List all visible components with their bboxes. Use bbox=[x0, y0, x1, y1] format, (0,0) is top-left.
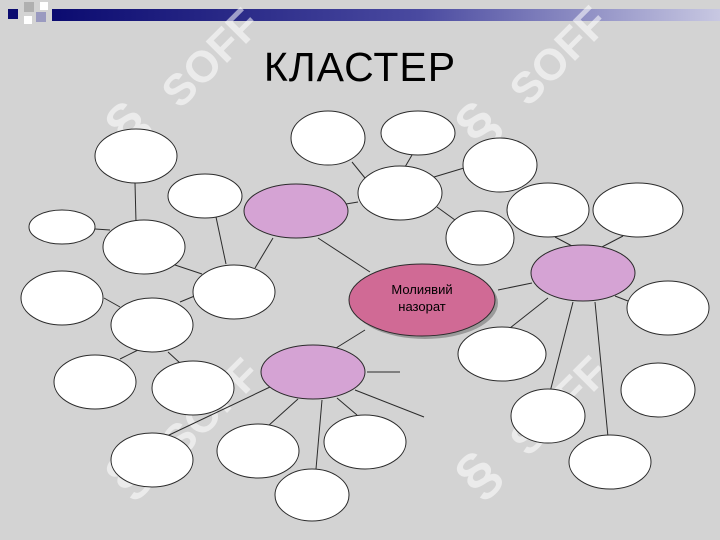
empty-node bbox=[510, 388, 586, 444]
empty-node bbox=[462, 137, 538, 193]
connector-line bbox=[174, 264, 203, 275]
empty-node bbox=[290, 110, 366, 166]
connector-line bbox=[215, 216, 227, 265]
connector-line bbox=[497, 282, 533, 291]
empty-node bbox=[53, 354, 137, 410]
sub-hub-node-right bbox=[530, 244, 636, 302]
sub-hubs bbox=[243, 183, 636, 400]
connector-line bbox=[317, 237, 371, 273]
empty-node bbox=[380, 110, 456, 156]
connector-line bbox=[254, 237, 274, 269]
empty-node bbox=[94, 128, 178, 184]
pixel-square bbox=[24, 16, 32, 24]
center-node-label-line2: назорат bbox=[398, 299, 445, 314]
connectors bbox=[94, 154, 629, 470]
empty-node bbox=[151, 360, 235, 416]
connector-line bbox=[433, 167, 465, 178]
connector-line bbox=[166, 386, 271, 437]
empty-node bbox=[323, 414, 407, 470]
empty-node bbox=[274, 468, 350, 522]
connector-line bbox=[594, 301, 609, 438]
empty-node bbox=[457, 326, 547, 382]
connector-line bbox=[436, 206, 456, 221]
center-node-label-line1: Молиявий bbox=[391, 282, 452, 297]
empty-node bbox=[110, 432, 194, 488]
pixel-square bbox=[36, 12, 46, 22]
empty-node bbox=[445, 210, 515, 266]
pixel-square bbox=[40, 2, 48, 10]
center-node: Молиявий назорат bbox=[348, 263, 498, 339]
gradient-stripe bbox=[52, 9, 720, 21]
empty-node bbox=[192, 264, 276, 320]
empty-node bbox=[20, 270, 104, 326]
empty-node bbox=[167, 173, 243, 219]
empty-node bbox=[626, 280, 710, 336]
slide-title: КЛАСТЕР bbox=[263, 44, 457, 90]
empty-node bbox=[592, 182, 684, 238]
sub-hub-node-top bbox=[243, 183, 349, 239]
connector-line bbox=[354, 389, 425, 418]
connector-line bbox=[94, 228, 111, 231]
pixel-square bbox=[8, 9, 18, 19]
connector-line bbox=[599, 235, 624, 249]
connector-line bbox=[134, 182, 137, 223]
connector-line bbox=[509, 297, 549, 329]
center-node-ellipse bbox=[348, 263, 496, 337]
connector-line bbox=[167, 351, 181, 364]
connector-line bbox=[267, 398, 299, 427]
watermark-text: SOFF bbox=[152, 0, 270, 117]
connector-line bbox=[336, 397, 358, 416]
empty-node bbox=[620, 362, 696, 418]
connector-line bbox=[103, 297, 121, 308]
header-decoration-bar bbox=[0, 0, 720, 26]
connector-line bbox=[404, 154, 413, 168]
connector-line bbox=[554, 236, 573, 247]
empty-node bbox=[216, 423, 300, 479]
connector-line bbox=[351, 161, 366, 179]
connector-line bbox=[315, 399, 323, 470]
connector-line bbox=[614, 295, 629, 302]
empty-node bbox=[110, 297, 194, 353]
connector-line bbox=[335, 329, 366, 349]
pixel-square bbox=[24, 2, 34, 12]
watermark-text: SOFF bbox=[500, 0, 618, 115]
empty-node bbox=[568, 434, 652, 490]
empty-nodes bbox=[20, 110, 710, 522]
empty-node bbox=[28, 209, 96, 245]
empty-node bbox=[102, 219, 186, 275]
watermark-glyph: § bbox=[442, 438, 513, 509]
connector-line bbox=[119, 349, 139, 360]
connector-line bbox=[549, 301, 574, 393]
empty-node bbox=[357, 165, 443, 221]
sub-hub-node-bottom bbox=[260, 344, 366, 400]
empty-node bbox=[506, 182, 590, 238]
connector-line bbox=[345, 201, 359, 205]
